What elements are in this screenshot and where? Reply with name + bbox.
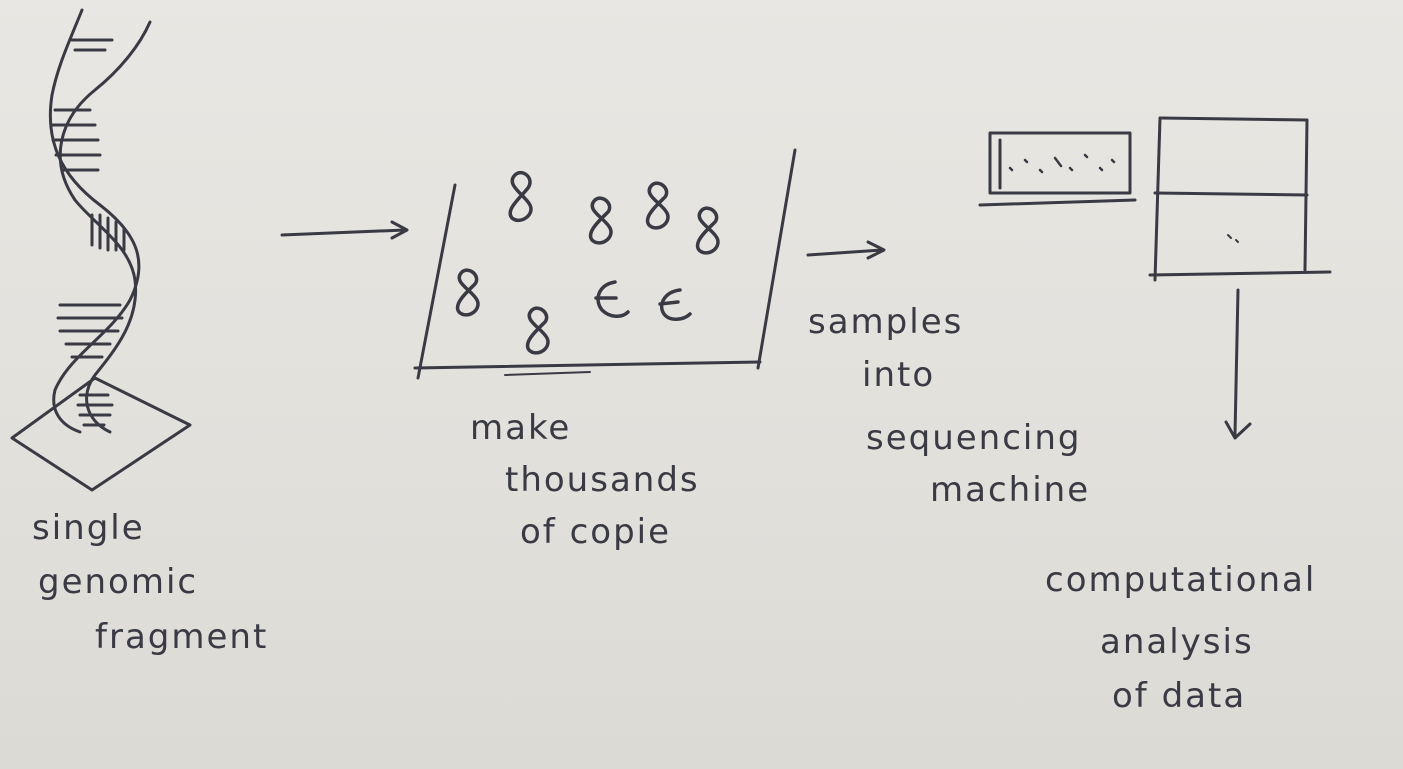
label-of-copies: of copie [520, 512, 672, 552]
label-genomic: genomic [38, 562, 199, 602]
label-fragment: fragment [95, 617, 269, 657]
fragment-plane-shape [10, 376, 192, 492]
arrow-to-copies-icon [280, 220, 409, 240]
sequencer-cabinet [1148, 116, 1332, 282]
label-into: into [862, 355, 936, 395]
label-computational: computational [1045, 560, 1317, 600]
sequencer-screen [978, 131, 1137, 207]
copies-box [413, 148, 797, 380]
label-sequencing: sequencing [866, 418, 1082, 458]
label-make: make [470, 408, 572, 448]
arrow-to-analysis-icon [1224, 288, 1252, 440]
label-samples: samples [808, 302, 964, 342]
label-of-data: of data [1112, 676, 1247, 716]
arrow-to-sequencer-icon [806, 240, 886, 260]
label-thousands: thousands [505, 460, 700, 500]
label-single: single [32, 508, 145, 548]
dna-helix-icon [48, 8, 152, 434]
dna-copy-glyphs [455, 170, 720, 355]
label-analysis: analysis [1100, 622, 1254, 662]
label-machine: machine [930, 470, 1091, 510]
